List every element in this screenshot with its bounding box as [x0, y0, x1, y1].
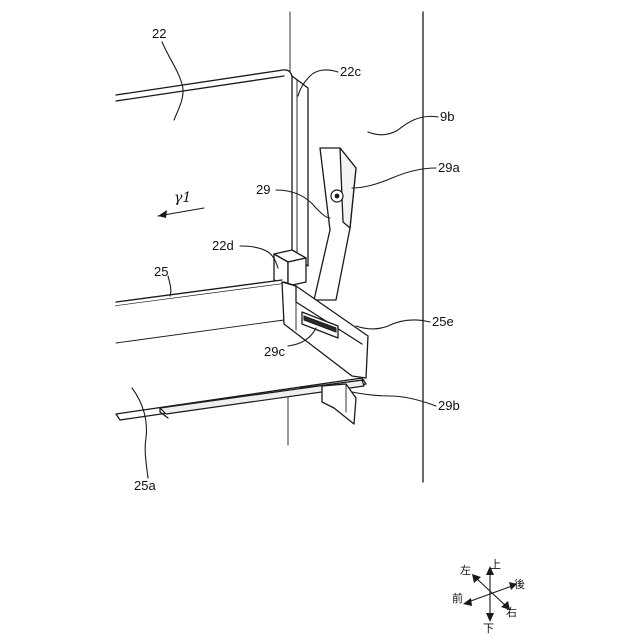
compass-right: 右 [506, 605, 517, 619]
label-gamma1: γ1 [174, 190, 191, 206]
compass-back: 後 [514, 577, 525, 591]
compass-up: 上 [490, 558, 501, 571]
label-29a: 29a [438, 160, 460, 175]
bracket-foot-29b [322, 384, 356, 424]
label-29c: 29c [264, 344, 285, 359]
label-22c: 22c [340, 64, 361, 79]
flange-22c [292, 76, 308, 266]
label-25: 25 [154, 264, 168, 279]
label-9b: 9b [440, 109, 454, 124]
compass-front: 前 [452, 591, 463, 605]
label-22d: 22d [212, 238, 234, 253]
label-29: 29 [256, 182, 270, 197]
label-25a: 25a [134, 478, 156, 493]
compass-left: 左 [460, 564, 471, 577]
direction-compass: 上 左 後 前 右 下 [452, 558, 525, 635]
panel-22 [116, 70, 292, 258]
label-22: 22 [152, 26, 166, 41]
bracket-29 [314, 148, 356, 300]
label-25e: 25e [432, 314, 454, 329]
label-29b: 29b [438, 398, 460, 413]
compass-down: 下 [483, 622, 494, 635]
